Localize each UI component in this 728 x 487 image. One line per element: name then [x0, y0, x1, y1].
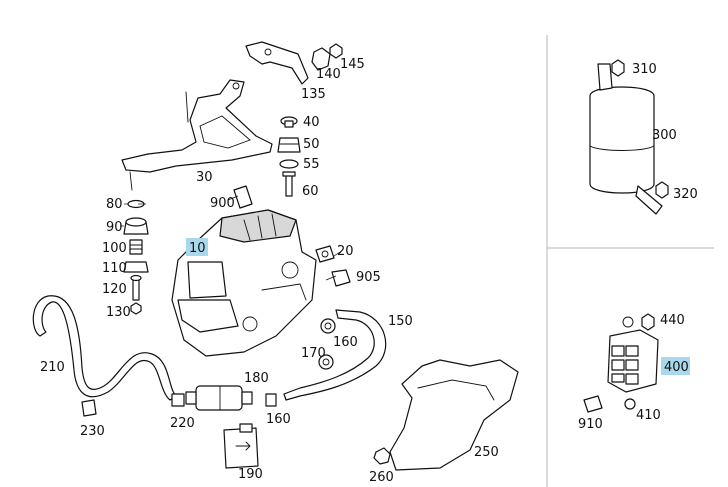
connector-160-lower[interactable]	[265, 393, 277, 407]
highlight-400	[661, 357, 690, 375]
leader-lines	[120, 195, 341, 281]
callout-230[interactable]: 230	[80, 424, 105, 439]
callout-145[interactable]: 145	[340, 57, 365, 72]
callout-30[interactable]: 30	[196, 170, 213, 185]
callout-310[interactable]: 310	[632, 62, 657, 77]
callout-110[interactable]: 110	[102, 261, 127, 276]
clip-220[interactable]	[171, 393, 185, 407]
holder-905[interactable]	[331, 269, 351, 287]
callout-260[interactable]: 260	[369, 470, 394, 485]
callout-190[interactable]: 190	[238, 467, 263, 482]
callout-910[interactable]: 910	[578, 417, 603, 432]
callout-905[interactable]: 905	[356, 270, 381, 285]
callout-40[interactable]: 40	[303, 115, 320, 130]
rubber-mount-90[interactable]	[123, 217, 149, 235]
callout-900[interactable]: 900	[210, 196, 235, 211]
callout-50[interactable]: 50	[303, 137, 320, 152]
clip-260[interactable]	[373, 447, 391, 465]
hose-210[interactable]	[32, 295, 177, 401]
callout-10[interactable]: 10	[189, 241, 206, 256]
filter-180[interactable]	[185, 385, 253, 411]
callout-80[interactable]: 80	[106, 197, 123, 212]
cover-250[interactable]	[389, 359, 519, 471]
callout-135[interactable]: 135	[301, 87, 326, 102]
pressure-reservoir-300[interactable]	[589, 63, 663, 215]
pin-120[interactable]	[130, 274, 142, 301]
bolt-310[interactable]	[611, 59, 625, 77]
callout-150[interactable]: 150	[388, 314, 413, 329]
nut-440[interactable]	[641, 313, 655, 331]
bracket-190[interactable]	[223, 423, 259, 469]
rubber-mount-50[interactable]	[277, 137, 301, 153]
holder-910[interactable]	[583, 395, 603, 413]
mounting-bracket-135[interactable]	[245, 41, 309, 85]
nut-130[interactable]	[130, 302, 142, 315]
nut-145[interactable]	[329, 43, 343, 59]
callout-300[interactable]: 300	[652, 128, 677, 143]
washer-40[interactable]	[280, 116, 298, 128]
clip-170[interactable]	[318, 354, 334, 370]
spring-100[interactable]	[129, 239, 143, 255]
callout-210[interactable]: 210	[40, 360, 65, 375]
valve-block-400[interactable]	[607, 316, 659, 393]
callout-320[interactable]: 320	[673, 187, 698, 202]
callout-170[interactable]: 170	[301, 346, 326, 361]
bolt-140[interactable]	[311, 47, 331, 71]
washer-55[interactable]	[279, 159, 299, 169]
bolt-60[interactable]	[282, 171, 296, 197]
damper-900[interactable]	[233, 185, 253, 209]
callout-60[interactable]: 60	[302, 184, 319, 199]
highlight-10	[186, 238, 208, 256]
callout-55[interactable]: 55	[303, 157, 320, 172]
callout-140[interactable]: 140	[316, 67, 341, 82]
rubber-mount-110[interactable]	[123, 261, 149, 273]
callout-440[interactable]: 440	[660, 313, 685, 328]
nut-320[interactable]	[655, 181, 669, 199]
callout-100[interactable]: 100	[102, 241, 127, 256]
clip-230[interactable]	[81, 399, 97, 417]
callout-160-lower[interactable]: 160	[266, 412, 291, 427]
callout-220[interactable]: 220	[170, 416, 195, 431]
valve-20[interactable]	[315, 245, 335, 263]
callout-160-upper[interactable]: 160	[333, 335, 358, 350]
compressor-10[interactable]	[171, 209, 317, 357]
callout-250[interactable]: 250	[474, 445, 499, 460]
support-bracket-30[interactable]	[121, 79, 273, 191]
callout-180[interactable]: 180	[244, 371, 269, 386]
callout-20[interactable]: 20	[337, 244, 354, 259]
callout-90[interactable]: 90	[106, 220, 123, 235]
callout-410[interactable]: 410	[636, 408, 661, 423]
callout-130[interactable]: 130	[106, 305, 131, 320]
hose-150[interactable]	[283, 309, 387, 401]
clip-160-upper[interactable]	[320, 318, 336, 334]
fitting-410[interactable]	[624, 398, 636, 410]
callout-400[interactable]: 400	[664, 360, 689, 375]
callout-120[interactable]: 120	[102, 282, 127, 297]
